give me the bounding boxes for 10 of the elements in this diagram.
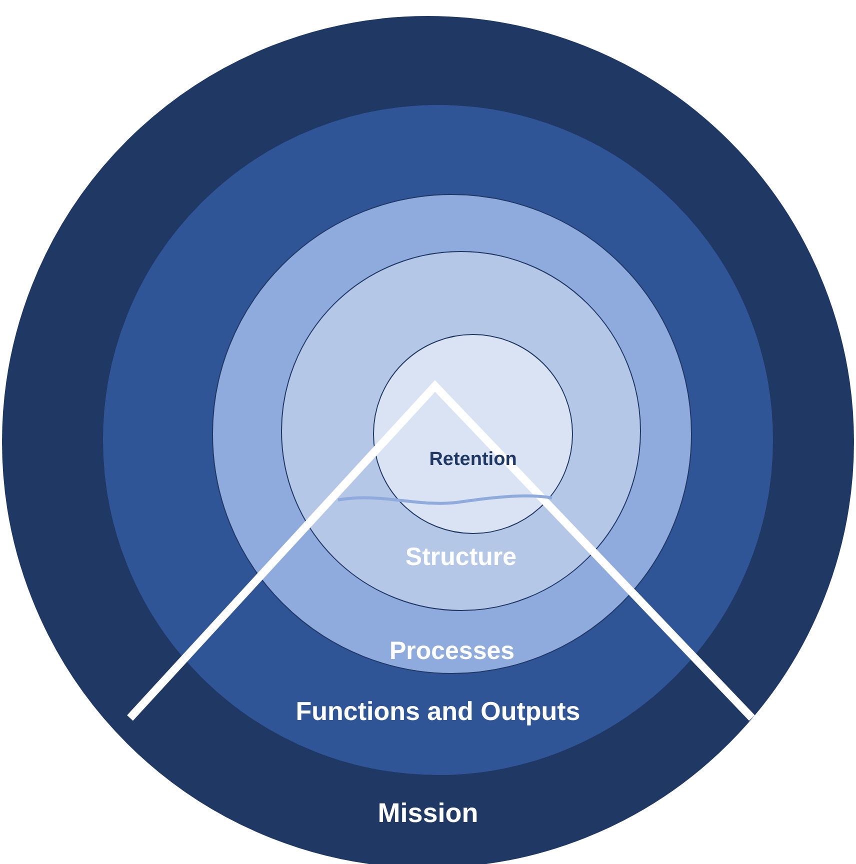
concentric-ring: [373, 334, 573, 534]
ring-label: Functions and Outputs: [296, 696, 580, 726]
concentric-ring: [2, 16, 854, 864]
ring-label: Structure: [405, 544, 517, 572]
ring-label: Retention: [429, 450, 517, 470]
concentric-ring: [102, 104, 774, 776]
ring-label: Mission: [378, 798, 478, 828]
concentric-ring: [281, 251, 641, 611]
concentric-ring: [212, 194, 692, 674]
ring-label: Processes: [389, 638, 515, 665]
